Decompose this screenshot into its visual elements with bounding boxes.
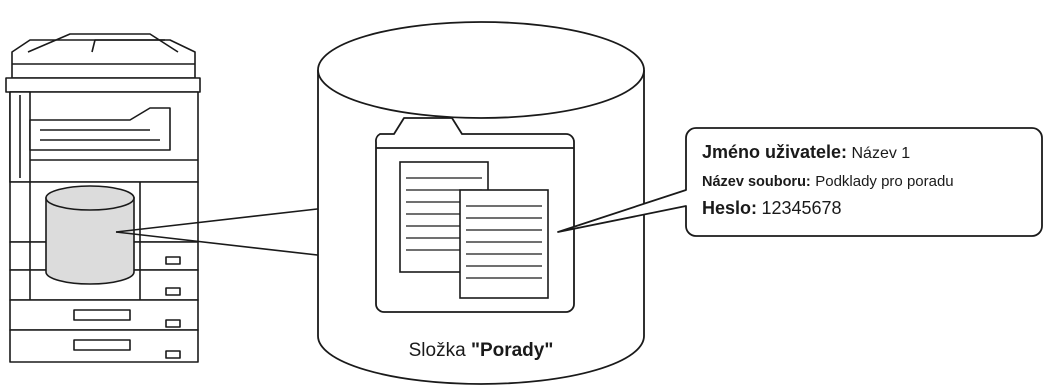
- callout-password-value: 12345678: [761, 198, 841, 218]
- callout-line-user: Jméno uživatele: Název 1: [702, 142, 910, 162]
- folder-label-prefix: Složka: [409, 340, 466, 361]
- callout-line-file: Název souboru: Podklady pro poradu: [702, 173, 954, 190]
- zoom-connector: [115, 207, 327, 257]
- callout-user-label: Jméno uživatele:: [702, 142, 847, 162]
- callout-file-value: Podklady pro poradu: [815, 173, 953, 190]
- callout-password-label: Heslo:: [702, 198, 757, 218]
- callout-line-password: Heslo: 12345678: [702, 198, 842, 218]
- folder-label-name: "Porady": [471, 340, 553, 361]
- callout-user-value: Název 1: [852, 145, 911, 162]
- callout-file-label: Název souboru:: [702, 174, 811, 190]
- folder-label: Složka "Porady": [409, 340, 554, 361]
- callout-bubble: [557, 127, 1043, 237]
- hard-disk-cylinder-icon: [45, 185, 135, 285]
- document-pages-icon: [399, 161, 549, 299]
- callout-text: Jméno uživatele: Název 1 Název souboru: …: [702, 142, 954, 218]
